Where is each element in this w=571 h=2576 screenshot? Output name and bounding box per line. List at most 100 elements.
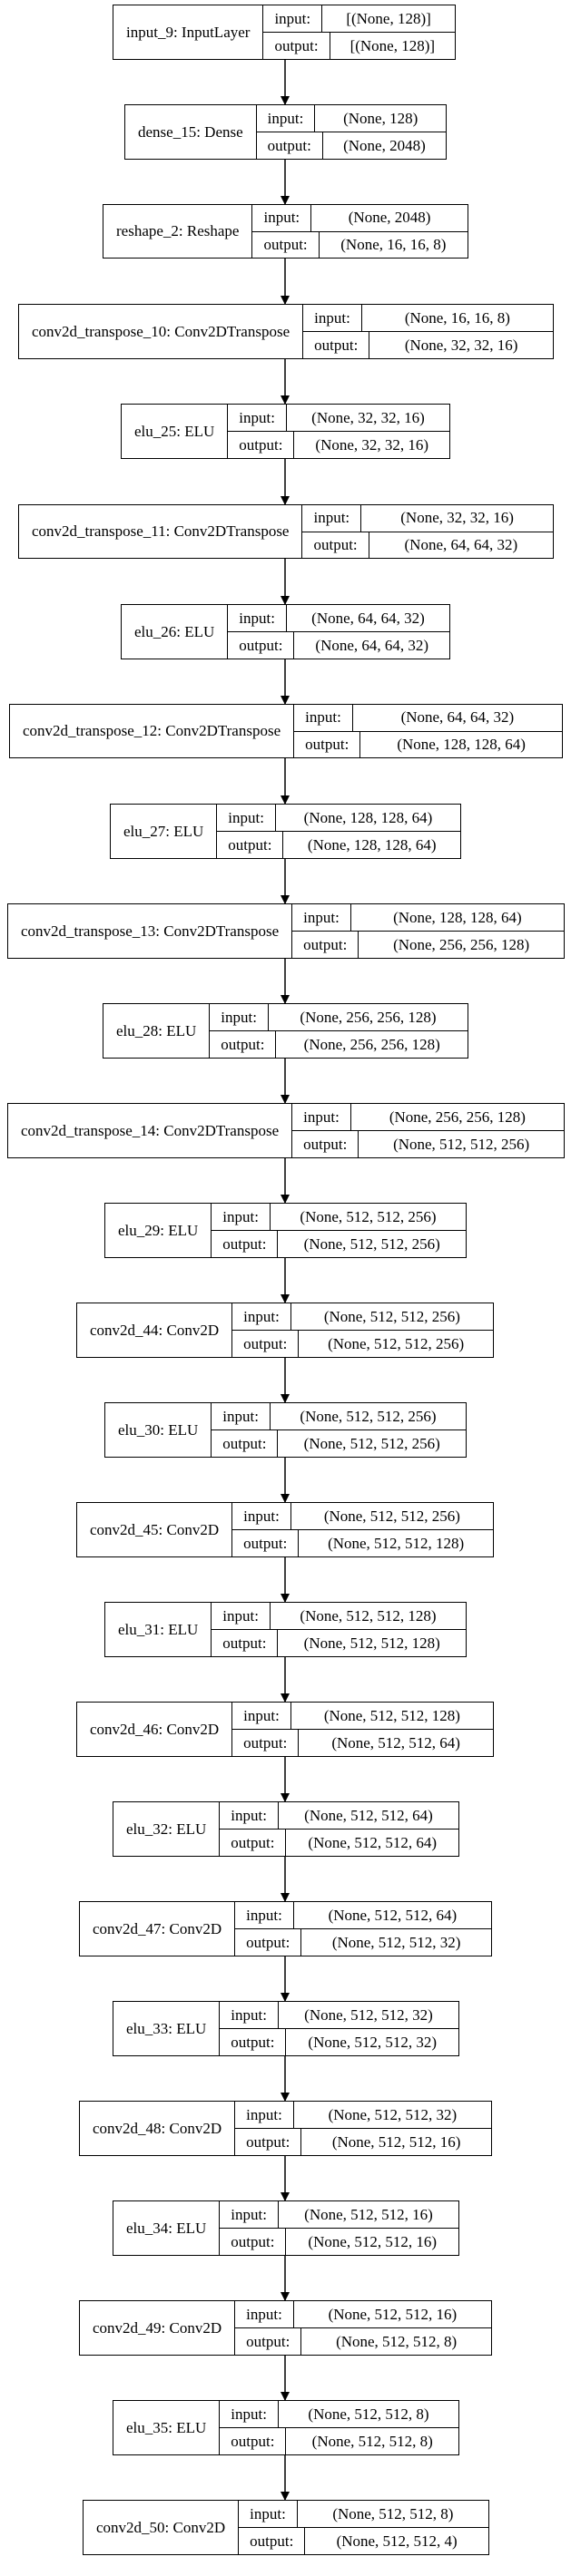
output-row: output: (None, 512, 512, 256) xyxy=(212,1429,466,1457)
output-shape: (None, 512, 512, 8) xyxy=(311,2432,433,2450)
output-row: output:(None, 512, 512, 8) xyxy=(220,2427,458,2454)
layer-name: dense_15: Dense xyxy=(125,105,257,159)
output-shape: (None, 64, 64, 32) xyxy=(404,535,518,553)
output-label: output: xyxy=(220,2229,287,2255)
input-row: input:(None, 512, 512, 32) xyxy=(235,2102,491,2128)
layer-io: input:(None, 128, 128, 64)output:(None, … xyxy=(217,805,460,858)
layer-io: input: (None, 512, 512, 128)output: (None,… xyxy=(212,1603,466,1656)
layer-name: conv2d_transpose_10: Conv2DTranspose xyxy=(19,305,304,358)
output-row: output:(None, 32, 32, 16) xyxy=(228,431,449,458)
layer-name: elu_27: ELU xyxy=(111,805,218,858)
layer-name: conv2d_49: Conv2D xyxy=(80,2301,236,2355)
input-shape: (None, 256, 256, 128) xyxy=(389,1107,526,1126)
input-shape: (None, 512, 512, 64) xyxy=(328,1906,458,1924)
layer-io: input:(None, 16, 16, 8)output:(None, 32,… xyxy=(303,305,553,358)
input-shape: (None, 32, 32, 16) xyxy=(400,509,514,527)
output-label: output: xyxy=(292,932,359,958)
output-label: output: xyxy=(212,1430,279,1457)
input-shape: (None, 512, 512, 256) xyxy=(323,1307,460,1325)
input-shape: (None, 512, 512, 32) xyxy=(328,2105,458,2123)
input-row: input: (None, 16, 16, 8) xyxy=(303,305,553,331)
input-label: input: xyxy=(303,305,362,331)
input-label: input: xyxy=(239,2501,298,2527)
input-label: input: xyxy=(292,904,351,931)
input-label: input: xyxy=(302,505,362,532)
output-shape: (None, 64, 64, 32) xyxy=(315,636,429,654)
input-label: input: xyxy=(294,705,353,731)
output-shape: (None, 512, 512, 256) xyxy=(303,1434,440,1452)
input-label: input: xyxy=(212,1603,271,1629)
layer-io: input:(None, 128, 128, 64)output:(None, … xyxy=(292,904,564,958)
layer-io: input:(None, 512, 512, 64)output:(None, … xyxy=(220,1802,458,1856)
output-label: output: xyxy=(252,231,320,258)
input-row: input:(None, 512, 512, 256) xyxy=(212,1204,466,1230)
output-label: output: xyxy=(212,1231,279,1257)
output-label: output: xyxy=(235,1929,302,1956)
input-label: input: xyxy=(263,5,323,32)
input-label: input: xyxy=(220,2002,279,2028)
output-label: output: xyxy=(232,1530,300,1556)
input-label: input: xyxy=(292,1104,351,1130)
layer-name: input_9: InputLayer xyxy=(113,5,264,59)
output-row: output:(None, 512, 512, 256) xyxy=(292,1130,564,1157)
output-shape: (None, 128, 128, 64) xyxy=(397,735,526,753)
layer-io: input: (None, 256, 256, 128) output:(None,… xyxy=(292,1104,564,1157)
layer-name: conv2d_50: Conv2D xyxy=(84,2501,240,2554)
input-label: input: xyxy=(235,2301,294,2327)
output-row: output:(None, 512, 512, 32) xyxy=(220,2028,458,2055)
output-label: output: xyxy=(257,132,323,159)
layer-io: input:(None, 512, 512, 256)output:(None,… xyxy=(212,1204,466,1257)
input-shape: (None, 512, 512, 128) xyxy=(323,1706,460,1724)
output-label: output: xyxy=(212,1630,279,1656)
output-shape: (None, 128, 128, 64) xyxy=(307,835,437,854)
layer-name: elu_35: ELU xyxy=(113,2401,221,2454)
input-row: input:(None, 512, 512, 16) xyxy=(220,2201,458,2228)
input-shape: (None, 512, 512, 8) xyxy=(308,2405,429,2423)
input-shape: (None, 16, 16, 8) xyxy=(404,308,510,327)
input-row: input:(None, 512, 512, 16) xyxy=(235,2301,491,2327)
input-label: input: xyxy=(220,2401,279,2427)
input-row: input:(None, 512, 512, 64) xyxy=(220,1802,458,1829)
output-shape: (None, 512, 512, 128) xyxy=(303,1634,440,1652)
input-row: input:(None, 32, 32, 16) xyxy=(228,405,449,431)
layer-io: input:(None, 512, 512, 256)output:(None,… xyxy=(232,1303,493,1357)
output-label: output: xyxy=(220,1830,287,1856)
input-shape: (None, 512, 512, 256) xyxy=(300,1407,437,1425)
output-row: output:(None, 512, 512, 64) xyxy=(220,1829,458,1856)
output-row: output:(None, 512, 512, 16) xyxy=(235,2128,491,2155)
input-shape: (None, 512, 512, 16) xyxy=(304,2205,433,2223)
output-shape: (None, 512, 512, 256) xyxy=(328,1334,465,1352)
output-row: output: (None, 512, 512, 128) xyxy=(212,1629,466,1656)
input-row: input:(None, 512, 512, 256) xyxy=(232,1503,493,1529)
input-shape: (None, 2048) xyxy=(348,209,431,227)
output-shape: (None, 512, 512, 128) xyxy=(328,1534,465,1552)
input-row: input:(None, 128, 128, 64) xyxy=(292,904,564,931)
input-row: input:(None, 64, 64, 32) xyxy=(294,705,562,731)
input-label: input: xyxy=(257,105,316,132)
output-row: output:(None, 128, 128, 64) xyxy=(217,831,460,858)
output-shape: (None, 256, 256, 128) xyxy=(303,1035,440,1053)
output-row: output:(None, 2048) xyxy=(256,132,446,159)
input-label: input: xyxy=(210,1004,269,1030)
output-shape: (None, 512, 512, 16) xyxy=(308,2232,438,2250)
output-row: output:[(None, 128)] xyxy=(263,32,455,59)
input-shape: (None, 256, 256, 128) xyxy=(300,1008,437,1026)
output-row: output:(None, 16, 16, 8) xyxy=(252,230,468,258)
input-label: input: xyxy=(232,1503,291,1529)
input-row: input:(None, 512, 512, 8) xyxy=(239,2501,488,2527)
layer-io: input:[(None, 128)]output:[(None, 128)] xyxy=(263,5,455,59)
layer-io: input:(None, 256, 256, 128)output:(None,… xyxy=(210,1004,468,1058)
